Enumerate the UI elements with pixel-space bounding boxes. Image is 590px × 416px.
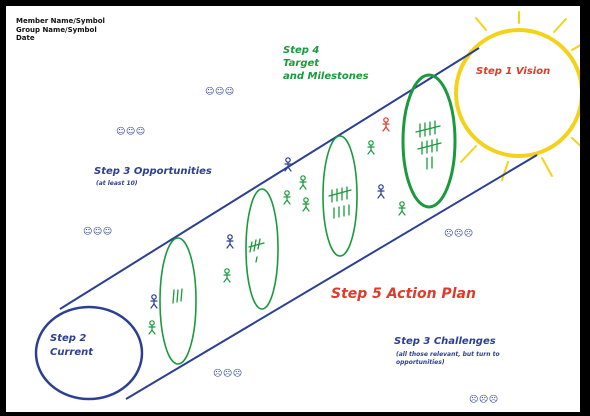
diagram-drawing: ☺☺☺ ☺☺☺ ☺☺☺ ☹☹☹ ☹☹☹ ☹☹☹ (34, 11, 580, 405)
step5-action-plan-label: Step 5 Action Plan (331, 286, 476, 302)
step4-target: Target (283, 58, 320, 69)
stick-figures (148, 117, 406, 335)
step2-current-label: Step 2 Current (50, 332, 93, 360)
sad-faces-3: ☹☹☹ (469, 394, 499, 405)
target-ellipse (401, 73, 457, 209)
step2-title: Step 2 (50, 333, 87, 344)
step3-challenges-note-2: opportunities) (396, 359, 445, 366)
milestone-ellipses (159, 135, 358, 365)
current-state-circle (34, 305, 144, 401)
header-block: Member Name/Symbol Group Name/Symbol Dat… (16, 17, 105, 43)
happy-faces-2: ☺☺☺ (116, 126, 146, 137)
happy-faces-1: ☺☺☺ (205, 86, 235, 97)
group-name-label: Group Name/Symbol (16, 25, 97, 34)
member-name-label: Member Name/Symbol (16, 17, 105, 25)
sun-rays (460, 11, 580, 181)
step3-opportunities-label: Step 3 Opportunities (94, 166, 212, 177)
step4-milestones: and Milestones (283, 71, 369, 82)
date-label: Date (16, 34, 35, 42)
step3-challenges-note-1: (all those relevant, but turn to (396, 351, 500, 358)
step3-challenges-note: (all those relevant, but turn to opportu… (396, 351, 500, 367)
sad-faces-1: ☹☹☹ (444, 228, 474, 239)
step4-label: Step 4 Target and Milestones (283, 44, 369, 83)
action-tube (59, 47, 538, 400)
step2-current: Current (50, 347, 94, 358)
happy-faces-3: ☺☺☺ (83, 226, 113, 237)
tally-marks (172, 120, 442, 304)
step3-challenges-label: Step 3 Challenges (394, 336, 496, 347)
sun-vision (454, 28, 580, 158)
step4-title: Step 4 (283, 45, 320, 56)
sad-faces-2: ☹☹☹ (213, 368, 243, 379)
step3-opportunities-note: (at least 10) (96, 180, 138, 187)
step1-vision-label: Step 1 Vision (476, 66, 551, 77)
